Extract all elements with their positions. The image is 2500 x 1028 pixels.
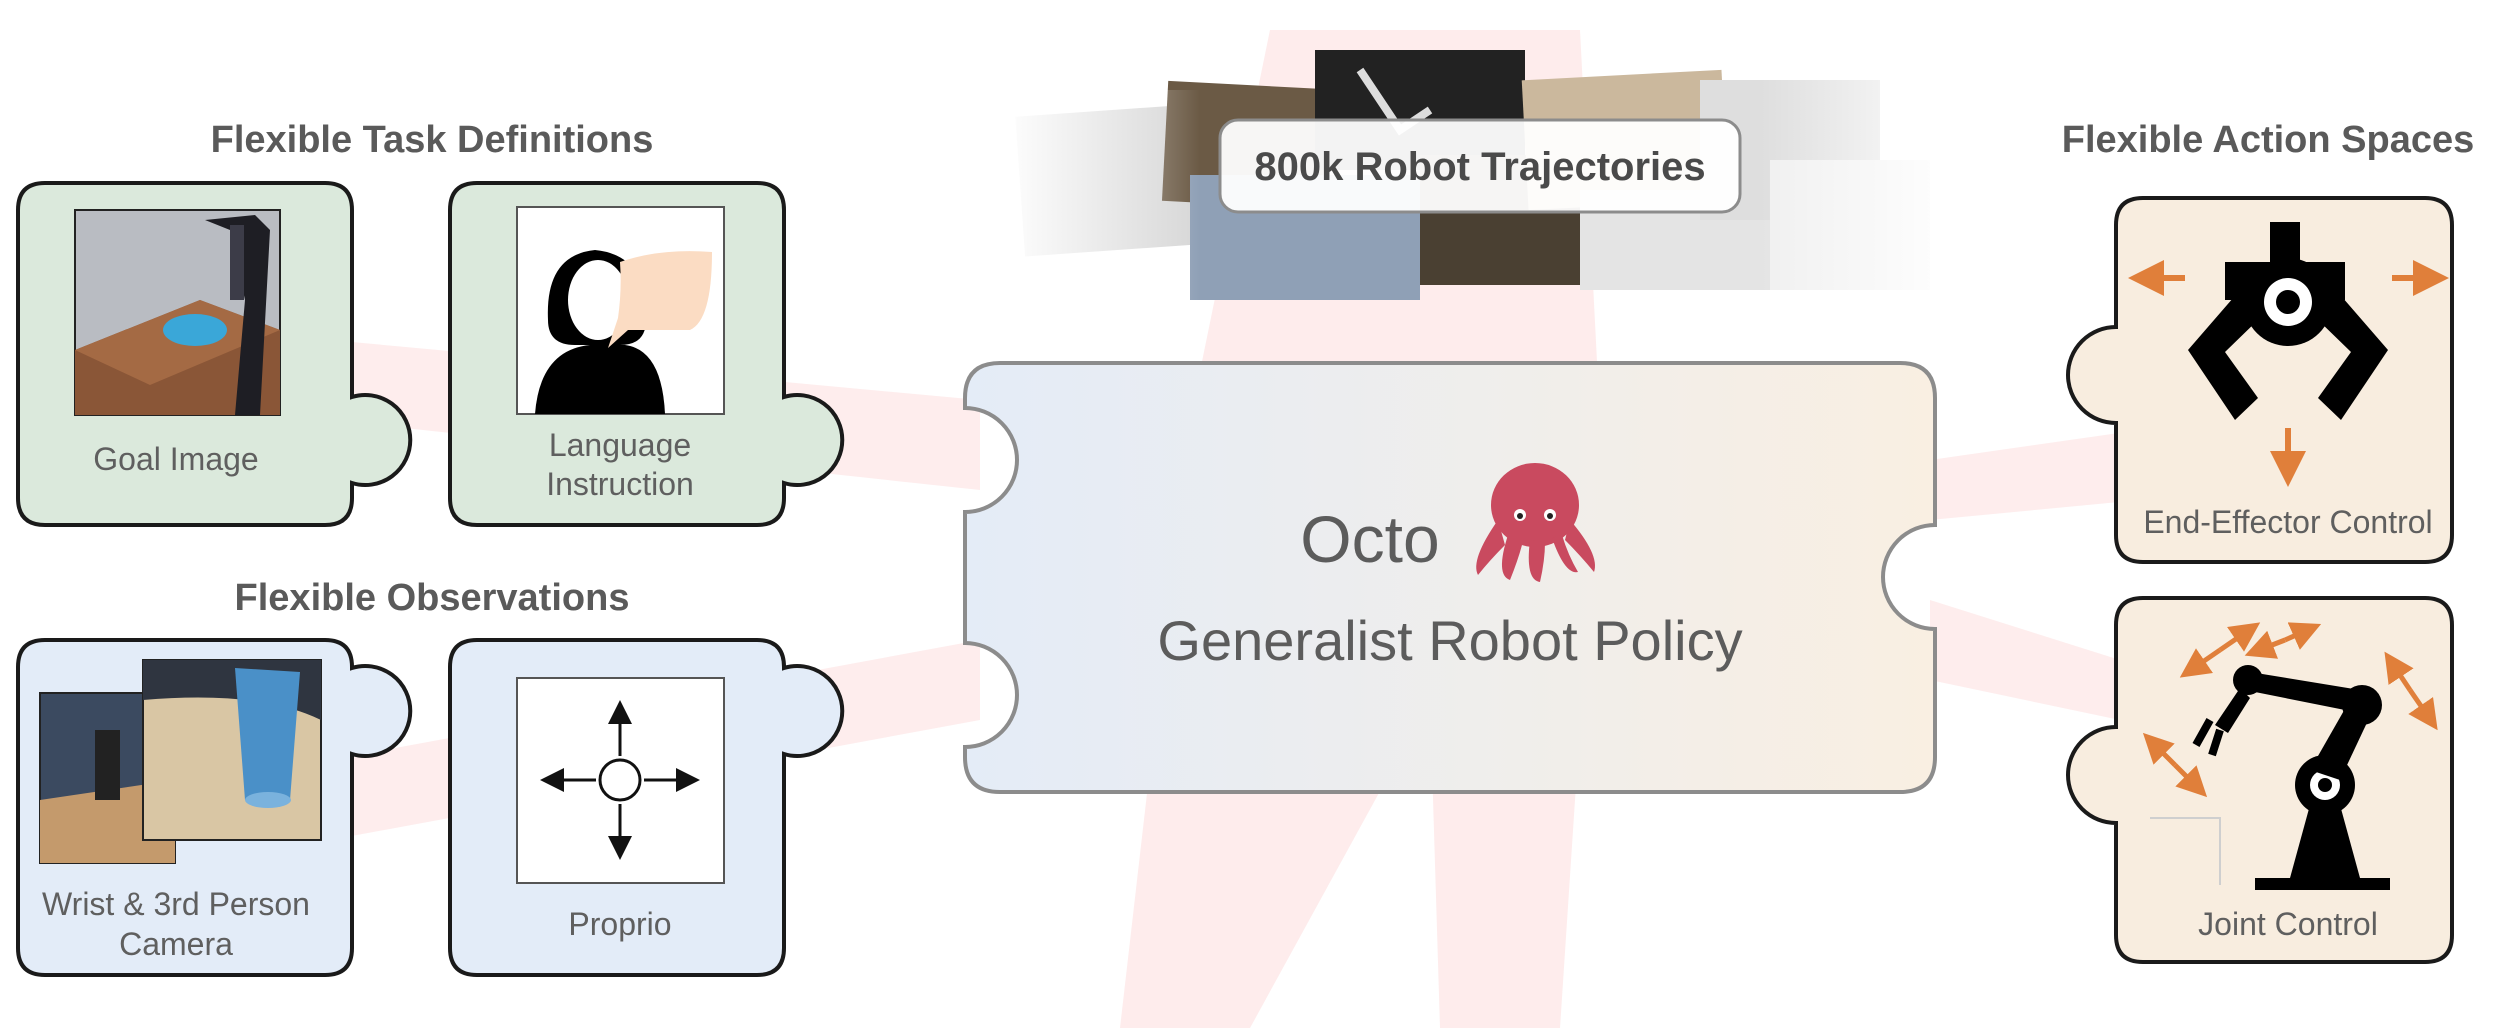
goal-image-label: Goal Image — [93, 441, 258, 477]
wrist-camera-label-line1: Wrist & 3rd Person — [42, 886, 310, 922]
octopus-icon — [1476, 463, 1595, 582]
octo-name: Octo — [1300, 502, 1439, 576]
proprio-piece: Proprio — [448, 638, 845, 977]
goal-image-photo — [74, 209, 281, 416]
end-effector-arrows — [2128, 260, 2449, 487]
octo-policy-piece: Octo Generalist Robot Policy — [963, 361, 1937, 794]
trajectory-collage: 800k Robot Trajectories — [1000, 50, 1960, 310]
language-instruction-piece: Language Instruction — [448, 181, 845, 527]
action-spaces-title: Flexible Action Spaces — [2062, 119, 2475, 161]
end-effector-label: End-Effector Control — [2143, 504, 2432, 540]
joint-arrows — [2142, 622, 2438, 798]
data-banner — [1218, 118, 1742, 214]
observations-title: Flexible Observations — [235, 577, 630, 619]
data-banner-label: 800k Robot Trajectories — [1254, 145, 1705, 189]
proprio-icon — [516, 677, 725, 884]
wrist-camera-label-line2: Camera — [119, 926, 233, 962]
robot-arm-icon — [2192, 665, 2390, 890]
task-definitions-title: Flexible Task Definitions — [211, 119, 654, 161]
end-effector-piece: End-Effector Control — [2066, 196, 2454, 564]
wrist-camera-piece: Wrist & 3rd Person Camera — [16, 638, 413, 977]
language-instruction-label-line1: Language — [549, 427, 691, 463]
joint-control-label: Joint Control — [2198, 906, 2378, 942]
proprio-label: Proprio — [568, 906, 671, 942]
language-instruction-label-line2: Instruction — [546, 466, 694, 502]
wrist-camera-photo — [39, 659, 322, 864]
joint-control-piece: Joint Control — [2066, 596, 2454, 964]
goal-image-piece: Goal Image — [16, 181, 413, 527]
person-speaking-icon — [516, 206, 725, 415]
octo-subtitle: Generalist Robot Policy — [1157, 609, 1742, 672]
gripper-icon — [2188, 222, 2388, 420]
